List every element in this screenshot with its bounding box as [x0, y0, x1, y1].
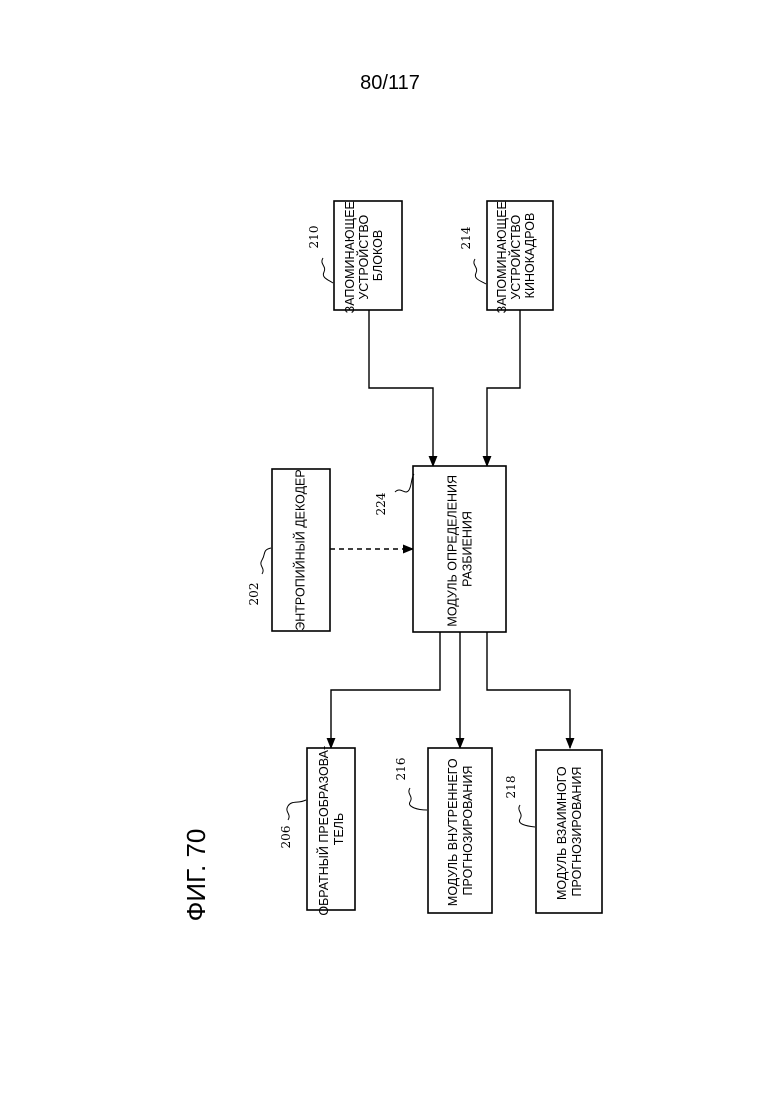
entropy-decoder-block: ЭНТРОПИЙНЫЙ ДЕКОДЕР 202	[247, 469, 330, 631]
intra-prediction-block: МОДУЛЬ ВНУТРЕННЕГО ПРОГНОЗИРОВАНИЯ 216	[394, 748, 492, 913]
inverse-transform-ref: 206	[279, 826, 293, 849]
figure-label: ФИГ. 70	[181, 829, 211, 922]
partition-module-ref: 224	[374, 492, 388, 515]
frame-memory-label: ЗАПОМИНАЮЩЕЕ УСТРОЙСТВО КИНОКАДРОВ	[495, 198, 537, 314]
inter-prediction-ref: 218	[504, 776, 518, 799]
inter-prediction-block: МОДУЛЬ ВЗАИМНОГО ПРОГНОЗИРОВАНИЯ 218	[504, 750, 602, 913]
arrow-frame-memory-to-partition	[487, 310, 520, 466]
arrow-block-memory-to-partition	[369, 310, 433, 466]
intra-prediction-ref: 216	[394, 758, 408, 781]
entropy-decoder-ref: 202	[247, 583, 261, 606]
arrow-partition-to-inverse-transform	[331, 632, 440, 748]
block-memory-ref: 210	[307, 226, 321, 249]
intra-prediction-label: МОДУЛЬ ВНУТРЕННЕГО ПРОГНОЗИРОВАНИЯ	[446, 755, 475, 906]
inter-prediction-label: МОДУЛЬ ВЗАИМНОГО ПРОГНОЗИРОВАНИЯ	[555, 763, 584, 900]
entropy-decoder-label: ЭНТРОПИЙНЫЙ ДЕКОДЕР	[292, 469, 307, 630]
block-memory-block: ЗАПОМИНАЮЩЕЕ УСТРОЙСТВО БЛОКОВ 210	[307, 198, 402, 314]
frame-memory-block: ЗАПОМИНАЮЩЕЕ УСТРОЙСТВО КИНОКАДРОВ 214	[459, 198, 553, 314]
arrow-partition-to-inter	[487, 632, 570, 748]
inverse-transform-block: ОБРАТНЫЙ ПРЕОБРАЗОВА- ТЕЛЬ 206	[279, 742, 355, 915]
frame-memory-ref: 214	[459, 226, 473, 249]
